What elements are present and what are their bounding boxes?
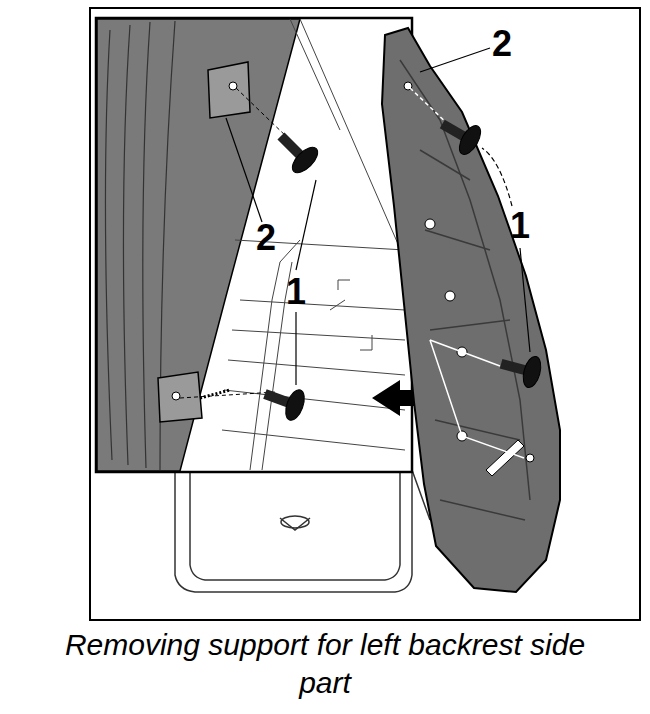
leader-line <box>420 48 490 72</box>
mounting-hole <box>229 82 237 90</box>
callout-number: 1 <box>286 273 306 311</box>
screw <box>270 125 322 177</box>
screw-axis <box>180 392 276 398</box>
screw-axis <box>430 340 500 366</box>
callout-number: 2 <box>492 25 512 63</box>
leader-line <box>295 312 296 385</box>
mounting-tab <box>208 62 250 118</box>
leader-line <box>520 248 530 352</box>
backrest-support <box>382 28 560 592</box>
detail-inset <box>96 18 412 472</box>
figure-caption: Removing support for left backrest side … <box>40 626 610 702</box>
screw-axis <box>430 340 524 458</box>
mounting-hole <box>172 392 180 400</box>
screw-axis <box>236 88 290 140</box>
screw <box>434 110 485 158</box>
outer-frame <box>90 8 640 620</box>
support-holes <box>404 82 534 476</box>
support-ribs <box>400 60 530 520</box>
leader-line <box>226 118 262 222</box>
backrest-panel <box>97 19 300 471</box>
callout-number: 2 <box>256 219 276 257</box>
screw <box>497 348 544 389</box>
leader-line <box>482 148 512 206</box>
screw <box>259 379 308 423</box>
callout-number: 1 <box>510 207 530 245</box>
leader-line <box>296 180 316 270</box>
